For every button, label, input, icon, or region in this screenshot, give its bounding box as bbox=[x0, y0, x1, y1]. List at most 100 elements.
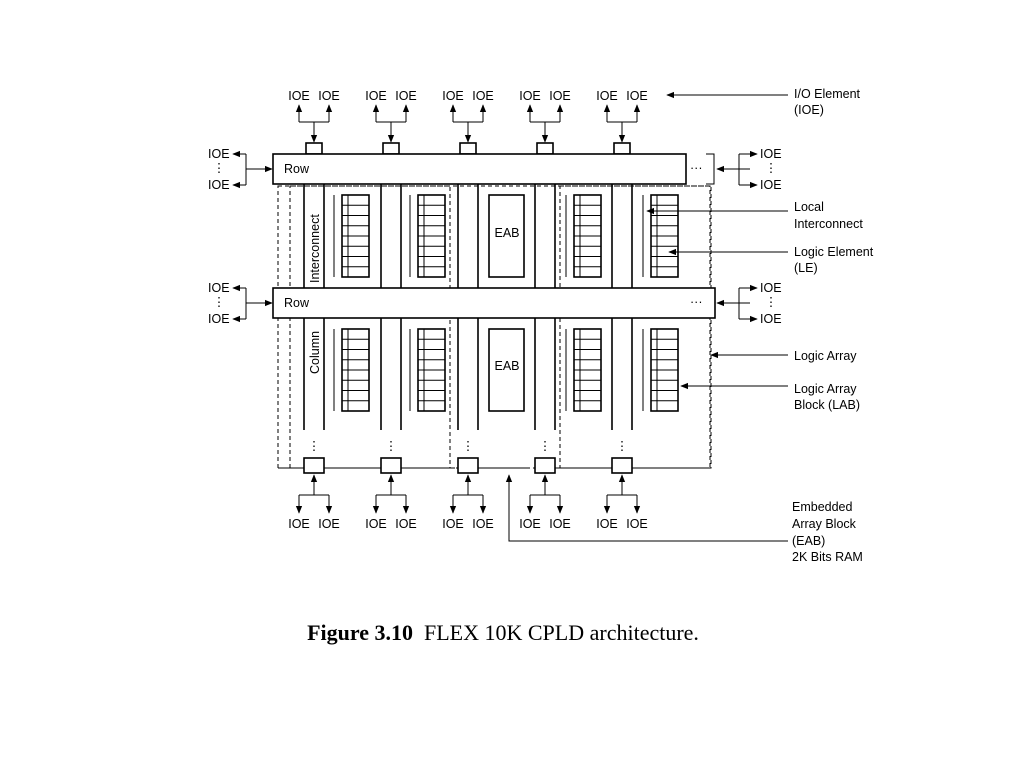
bottom-ioe-group-2: IOE IOE bbox=[365, 474, 417, 531]
left-ioe-top-1: IOE bbox=[208, 147, 230, 161]
eab-block-top bbox=[488, 194, 525, 278]
column-top-pad-5 bbox=[613, 142, 631, 155]
callout-ioe-line1: I/O Element bbox=[794, 87, 861, 101]
callout-lab-line1: Logic Array bbox=[794, 382, 857, 396]
row-ellipsis-middle: ··· bbox=[690, 295, 703, 309]
column-top-pad-4 bbox=[536, 142, 554, 155]
lab-1-2 bbox=[409, 194, 446, 278]
lab-2-1 bbox=[333, 328, 370, 412]
callout-eab-line1: Embedded bbox=[792, 500, 853, 514]
row-label-top: Row bbox=[284, 162, 310, 176]
left-ioe-bottom-1: IOE bbox=[208, 178, 230, 192]
bottom-ioe-left-1: IOE bbox=[288, 517, 310, 531]
row-interconnect-middle bbox=[272, 287, 716, 319]
callout-le-line1: Logic Element bbox=[794, 245, 874, 259]
callout-eab-line4: 2K Bits RAM bbox=[792, 550, 863, 564]
right-ioe-top-1: IOE bbox=[760, 147, 782, 161]
column-ellipsis-1: ⋮ bbox=[308, 439, 321, 453]
figure-number: Figure 3.10 bbox=[307, 620, 413, 645]
callouts: I/O Element (IOE) Local Interconnect Log… bbox=[505, 87, 874, 564]
bottom-ioe-left-4: IOE bbox=[519, 517, 541, 531]
left-ioe-bottom-2: IOE bbox=[208, 312, 230, 326]
lab-1-4 bbox=[642, 194, 679, 278]
top-ioe-left-5: IOE bbox=[596, 89, 618, 103]
top-ioe-group-2: IOE IOE bbox=[365, 89, 417, 143]
bottom-ioe-group-5: IOE IOE bbox=[596, 474, 648, 531]
top-ioe-right-5: IOE bbox=[626, 89, 648, 103]
bottom-ioe-right-1: IOE bbox=[318, 517, 340, 531]
column-bottom-pad-3 bbox=[457, 457, 479, 474]
top-ioe-right-2: IOE bbox=[395, 89, 417, 103]
row-ellipsis-top: ··· bbox=[690, 161, 703, 175]
bottom-ioe-left-2: IOE bbox=[365, 517, 387, 531]
top-ioe-group-1: IOE IOE bbox=[288, 89, 340, 143]
bottom-ioe-group-1: IOE IOE bbox=[288, 474, 340, 531]
top-ioe-left-4: IOE bbox=[519, 89, 541, 103]
column-top-pad-2 bbox=[382, 142, 400, 155]
bottom-ioe-group-3: IOE IOE bbox=[442, 474, 494, 531]
column-bottom-pad-2 bbox=[380, 457, 402, 474]
column-bottom-pad-4 bbox=[534, 457, 556, 474]
bottom-ioe-group-4: IOE IOE bbox=[519, 474, 571, 531]
row-interconnect-top bbox=[272, 153, 687, 185]
interconnect-label: Interconnect bbox=[308, 214, 322, 283]
top-ioe-left-2: IOE bbox=[365, 89, 387, 103]
lab-2-3 bbox=[565, 328, 602, 412]
left-ioe-ellipsis-2: ⋮ bbox=[213, 295, 226, 309]
top-ioe-left-3: IOE bbox=[442, 89, 464, 103]
lab-1-1 bbox=[333, 194, 370, 278]
lab-1-3 bbox=[565, 194, 602, 278]
callout-logic-array: Logic Array bbox=[794, 349, 857, 363]
column-ellipsis-5: ⋮ bbox=[616, 439, 629, 453]
figure-caption: Figure 3.10 FLEX 10K CPLD architecture. bbox=[0, 620, 1006, 646]
bottom-ioe-right-5: IOE bbox=[626, 517, 648, 531]
bottom-ioe-left-3: IOE bbox=[442, 517, 464, 531]
callout-local-line2: Interconnect bbox=[794, 217, 863, 231]
logic-element-stacks bbox=[333, 194, 679, 412]
column-ellipsis-3: ⋮ bbox=[462, 439, 475, 453]
top-ioe-right-3: IOE bbox=[472, 89, 494, 103]
callout-lab-line2: Block (LAB) bbox=[794, 398, 860, 412]
right-ioe-bottom-2: IOE bbox=[760, 312, 782, 326]
top-ioe-group-5: IOE IOE bbox=[596, 89, 648, 143]
row-label-middle: Row bbox=[284, 296, 310, 310]
top-ioe-left-1: IOE bbox=[288, 89, 310, 103]
column-top-pad-1 bbox=[305, 142, 323, 155]
bottom-ioe-right-4: IOE bbox=[549, 517, 571, 531]
column-ellipsis-2: ⋮ bbox=[385, 439, 398, 453]
figure-caption-text: FLEX 10K CPLD architecture. bbox=[423, 620, 699, 645]
column-bottom-pad-1 bbox=[303, 457, 325, 474]
eab-label-bottom: EAB bbox=[494, 359, 519, 373]
lab-2-4 bbox=[642, 328, 679, 412]
bottom-ioe-right-2: IOE bbox=[395, 517, 417, 531]
bottom-ioe-right-3: IOE bbox=[472, 517, 494, 531]
callout-eab-line2: Array Block bbox=[792, 517, 857, 531]
left-ioe-top-2: IOE bbox=[208, 281, 230, 295]
top-ioe-group-3: IOE IOE bbox=[442, 89, 494, 143]
column-label: Column bbox=[308, 331, 322, 374]
column-bottom-pad-5 bbox=[611, 457, 633, 474]
bottom-ioe-left-5: IOE bbox=[596, 517, 618, 531]
top-ioe-group-4: IOE IOE bbox=[519, 89, 571, 143]
top-ioe-right-4: IOE bbox=[549, 89, 571, 103]
callout-le-line2: (LE) bbox=[794, 261, 818, 275]
top-ioe-groups: IOE IOE IOE IOE IOE IOE IOE IOE IOE IOE bbox=[288, 89, 648, 143]
column-top-pad-3 bbox=[459, 142, 477, 155]
left-ioe-ellipsis-1: ⋮ bbox=[213, 161, 226, 175]
bottom-ioe-groups: IOE IOE IOE IOE IOE IOE IOE IOE IOE IOE bbox=[288, 474, 648, 531]
callout-eab-line3: (EAB) bbox=[792, 534, 825, 548]
right-ioe-top-2: IOE bbox=[760, 281, 782, 295]
right-ioe-bottom-1: IOE bbox=[760, 178, 782, 192]
right-ioe-ellipsis-1: ⋮ bbox=[765, 161, 778, 175]
callout-ioe-line2: (IOE) bbox=[794, 103, 824, 117]
right-ioe-ellipsis-2: ⋮ bbox=[765, 295, 778, 309]
callout-local-line1: Local bbox=[794, 200, 824, 214]
top-ioe-right-1: IOE bbox=[318, 89, 340, 103]
eab-label-top: EAB bbox=[494, 226, 519, 240]
